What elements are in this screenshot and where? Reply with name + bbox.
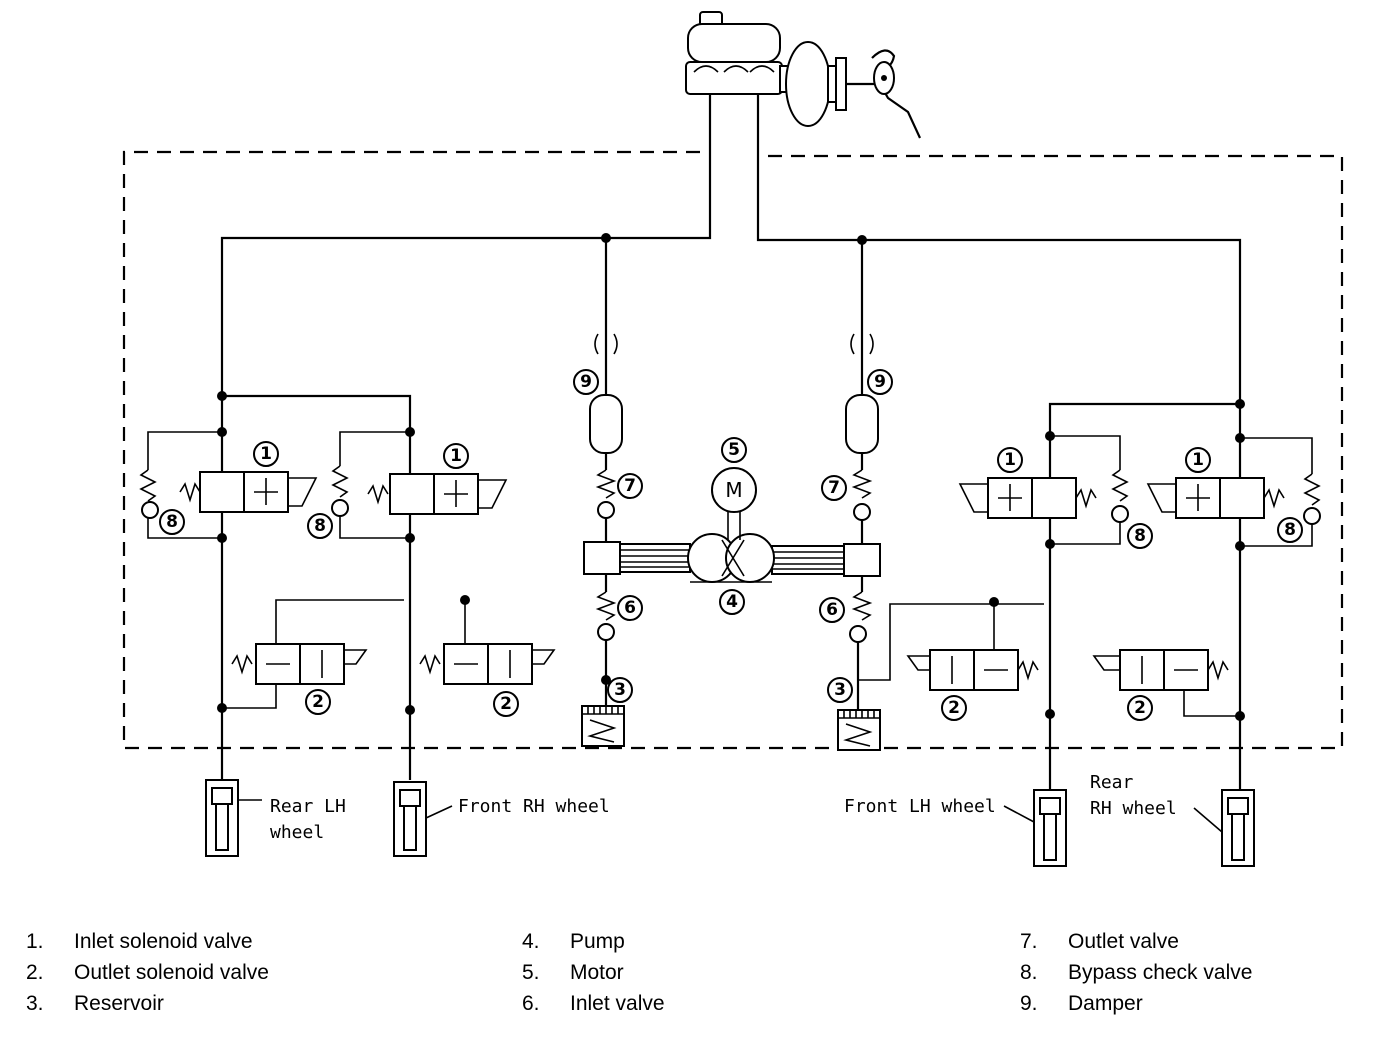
inlet-solenoid-valve-rear-rh [1146,477,1285,519]
callout-2-front-rh: 2 [493,691,519,717]
callout-9-left: 9 [573,369,599,395]
motor-letter: M [725,478,742,502]
svg-text:5: 5 [728,440,740,460]
svg-text:1: 1 [1004,450,1016,470]
legend-item: 8.Bypass check valve [1020,961,1253,984]
callout-9-right: 9 [867,369,893,395]
legend-item: 7.Outlet valve [1020,930,1179,953]
svg-text:3: 3 [614,680,626,700]
callout-1-rear-lh: 1 [253,441,279,467]
legend-item: 4.Pump [522,930,625,953]
svg-text:7: 7 [624,476,636,496]
pump-assembly: M [581,333,881,751]
callout-2-rear-rh: 2 [1127,695,1153,721]
svg-text:3: 3 [834,680,846,700]
rear-lh-wheel-label-1: Rear LH [270,796,346,817]
callout-2-rear-lh: 2 [305,689,331,715]
svg-text:1: 1 [450,446,462,466]
svg-text:2: 2 [312,692,324,712]
right-wheel-circuits [858,399,1321,790]
rear-rh-wheel-label-2: RH wheel [1090,798,1177,819]
svg-text:9: 9 [580,372,592,392]
brake-pedal [871,49,921,139]
inlet-solenoid-valve-front-rh [367,473,508,515]
callout-3-left: 3 [607,677,633,703]
outlet-solenoid-valve-front-lh [906,602,1039,691]
callout-1-rear-rh: 1 [1185,447,1211,473]
svg-text:6: 6 [826,600,838,620]
outlet-solenoid-valve-rear-lh [222,643,368,709]
svg-text:2: 2 [948,698,960,718]
legend-column-1: 1.Inlet solenoid valve 2.Outlet solenoid… [26,926,269,1019]
callout-8-rear-lh: 8 [159,509,185,535]
svg-text:4: 4 [726,592,738,612]
svg-text:8: 8 [1284,520,1296,540]
callout-1-front-rh: 1 [443,443,469,469]
bypass-check-valve-front-lh [1050,435,1129,545]
legend-item: 5.Motor [522,961,624,984]
brake-booster [779,41,880,127]
legend-column-3: 7.Outlet valve 8.Bypass check valve 9.Da… [1020,926,1252,1019]
callout-8-front-rh: 8 [307,513,333,539]
svg-text:2: 2 [1134,698,1146,718]
inlet-solenoid-valve-front-lh [958,477,1097,519]
svg-text:6: 6 [624,598,636,618]
callout-1-front-lh: 1 [997,447,1023,473]
bypass-check-valve-rear-lh [139,431,222,539]
callout-8-front-lh: 8 [1127,523,1153,549]
svg-text:7: 7 [828,478,840,498]
rear-lh-wheel-label-2: wheel [270,822,324,843]
dashed-control-loop [122,150,1344,750]
legend-item: 3.Reservoir [26,992,164,1015]
callout-2-front-lh: 2 [941,695,967,721]
legend-item: 6.Inlet valve [522,992,665,1015]
callout-5: 5 [721,437,747,463]
front-lh-wheel-label: Front LH wheel [844,796,996,817]
outlet-solenoid-valve-front-rh [419,600,556,685]
motor-symbol [711,467,757,513]
svg-text:2: 2 [500,694,512,714]
legend-item: 2.Outlet solenoid valve [26,961,269,984]
callout-4: 4 [719,589,745,615]
bypass-check-valve-rear-rh [1240,437,1321,547]
legend-item: 1.Inlet solenoid valve [26,930,253,953]
callout-8-rear-rh: 8 [1277,517,1303,543]
legend-item: 9.Damper [1020,992,1143,1015]
inlet-solenoid-valve-rear-lh [179,471,318,513]
damper-right [845,394,879,454]
callout-7-right: 7 [821,475,847,501]
bypass-check-valve-front-rh [331,431,410,539]
rear-rh-wheel-label-1: Rear [1090,772,1134,793]
svg-text:8: 8 [314,516,326,536]
svg-text:8: 8 [166,512,178,532]
svg-text:1: 1 [1192,450,1204,470]
callout-3-right: 3 [827,677,853,703]
wheel-cylinders [205,779,1255,867]
callout-6-left: 6 [617,595,643,621]
front-rh-wheel-label: Front RH wheel [458,796,610,817]
svg-text:8: 8 [1134,526,1146,546]
left-wheel-circuits [139,391,556,780]
svg-text:1: 1 [260,444,272,464]
outlet-solenoid-valve-rear-rh [1092,649,1240,717]
damper-left [589,394,623,454]
callout-6-right: 6 [819,597,845,623]
svg-text:9: 9 [874,372,886,392]
master-cylinder [685,11,783,95]
callout-7-left: 7 [617,473,643,499]
legend-column-2: 4.Pump 5.Motor 6.Inlet valve [522,926,665,1019]
